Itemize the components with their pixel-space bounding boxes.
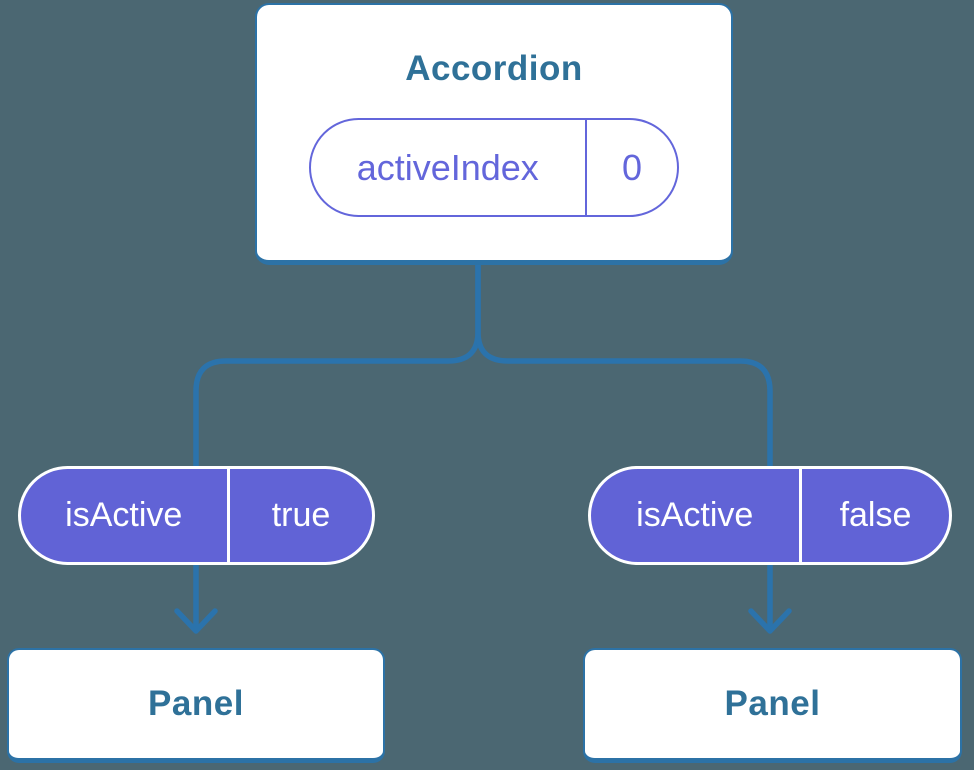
accordion-node-title: Accordion [405,49,583,88]
prop-name-label: isActive [65,496,183,534]
prop-value-label: true [271,496,331,534]
accordion-node: Accordion activeIndex 0 [255,3,733,265]
prop-pill-true: isActive true [18,466,375,565]
pill-divider [584,120,587,215]
arrow-down-icon [748,608,792,634]
prop-name-label: isActive [636,496,754,534]
pill-divider [798,469,802,562]
arrow-down-icon [174,608,218,634]
state-value-label: 0 [621,146,643,188]
pill-divider [226,469,230,562]
panel-node-right: Panel [583,648,962,763]
state-pill: activeIndex 0 [309,118,679,217]
panel-node-title: Panel [724,684,821,723]
connector-left-branch [193,262,481,628]
connector-right-branch [475,262,773,628]
state-name-label: activeIndex [356,146,539,188]
prop-value-label: false [839,496,912,534]
prop-pill-false: isActive false [588,466,952,565]
panel-node-title: Panel [148,684,244,723]
panel-node-left: Panel [7,648,385,763]
